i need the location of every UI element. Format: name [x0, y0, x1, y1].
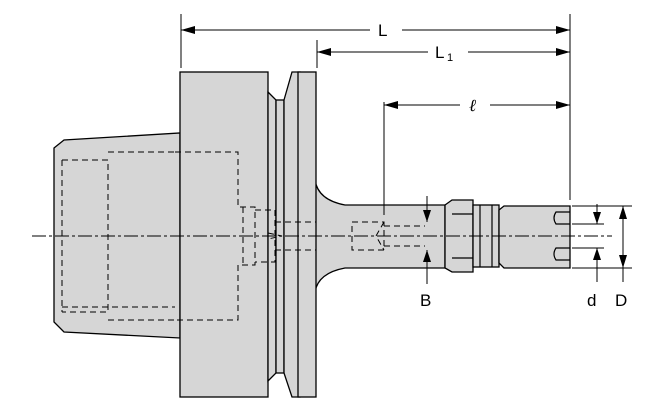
- extension-lines: [180, 14, 632, 269]
- label-L1: L: [435, 43, 444, 62]
- collet-head: [498, 205, 571, 269]
- tool-holder-body: [53, 71, 571, 398]
- label-D: D: [615, 291, 627, 310]
- label-L: L: [378, 21, 387, 40]
- dimension-B: B: [420, 196, 431, 310]
- label-d: d: [587, 291, 596, 310]
- label-ell: ℓ: [469, 96, 476, 116]
- v-groove: [267, 90, 277, 383]
- collet-slot-bottom: [553, 247, 570, 261]
- front-flange: [297, 71, 317, 398]
- groove-ring: [275, 99, 285, 374]
- label-L1-subscript: 1: [447, 52, 453, 64]
- dimension-D: D: [615, 206, 627, 310]
- dimension-L1: L 1: [317, 43, 570, 64]
- dimension-L: L: [181, 21, 570, 40]
- label-B: B: [420, 291, 431, 310]
- collet-slot-top: [553, 211, 570, 225]
- dimension-d: d: [587, 204, 601, 310]
- flange-body: [179, 71, 269, 398]
- dimension-ell: ℓ: [384, 96, 570, 116]
